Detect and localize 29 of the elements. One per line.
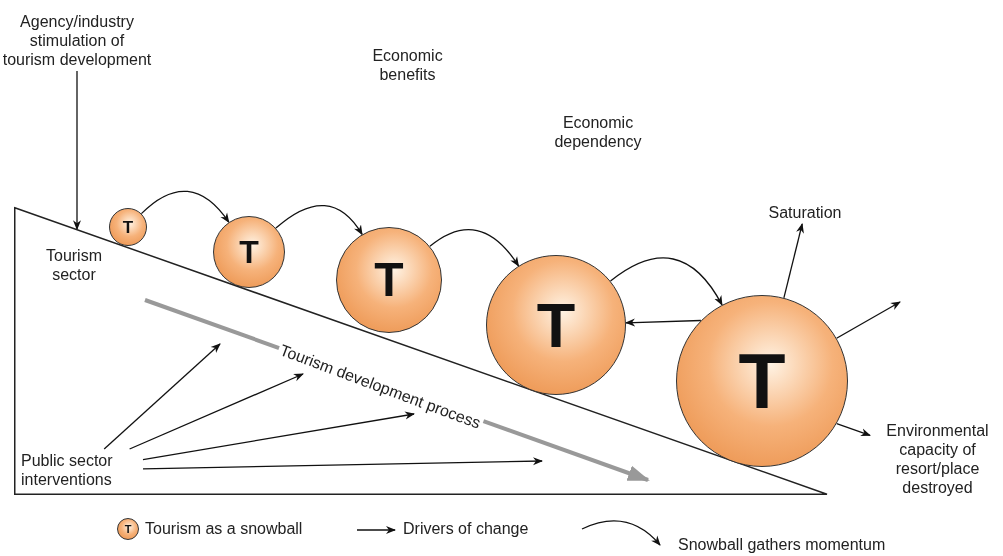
snowball-circle: T xyxy=(676,295,848,467)
annotation-text: Economic benefits xyxy=(371,46,444,84)
arrow xyxy=(128,373,304,450)
arrow xyxy=(625,318,702,327)
arrow xyxy=(836,422,871,437)
annotation-text: Public sector interventions xyxy=(21,451,141,489)
arrow xyxy=(429,229,520,267)
snowball-circle: T xyxy=(336,227,442,333)
arrow xyxy=(142,411,415,461)
arrow xyxy=(103,343,221,450)
arrow xyxy=(142,457,543,470)
snowball-circle: T xyxy=(213,216,285,288)
arrow xyxy=(140,190,230,223)
sector-label: Tourism sector xyxy=(45,246,103,284)
snowball-circle: T xyxy=(109,208,147,246)
legend-text: Tourism as a snowball xyxy=(145,519,303,538)
arrow xyxy=(275,205,363,236)
legend-snowball-icon: T xyxy=(117,518,139,540)
arrow xyxy=(73,70,81,231)
legend-text: Drivers of change xyxy=(403,519,529,538)
arrow xyxy=(835,301,901,339)
arrow xyxy=(783,223,804,299)
legend-text: Snowball gathers momentum xyxy=(678,535,886,554)
annotation-text: Saturation xyxy=(755,203,855,222)
annotation-text: Economic dependency xyxy=(553,113,643,151)
snowball-circle: T xyxy=(486,255,626,395)
annotation-text: Agency/industry stimulation of tourism development xyxy=(2,12,152,69)
annotation-text: Environmental capacity of resort/place destroyed xyxy=(872,421,1003,497)
arrow xyxy=(609,257,723,306)
